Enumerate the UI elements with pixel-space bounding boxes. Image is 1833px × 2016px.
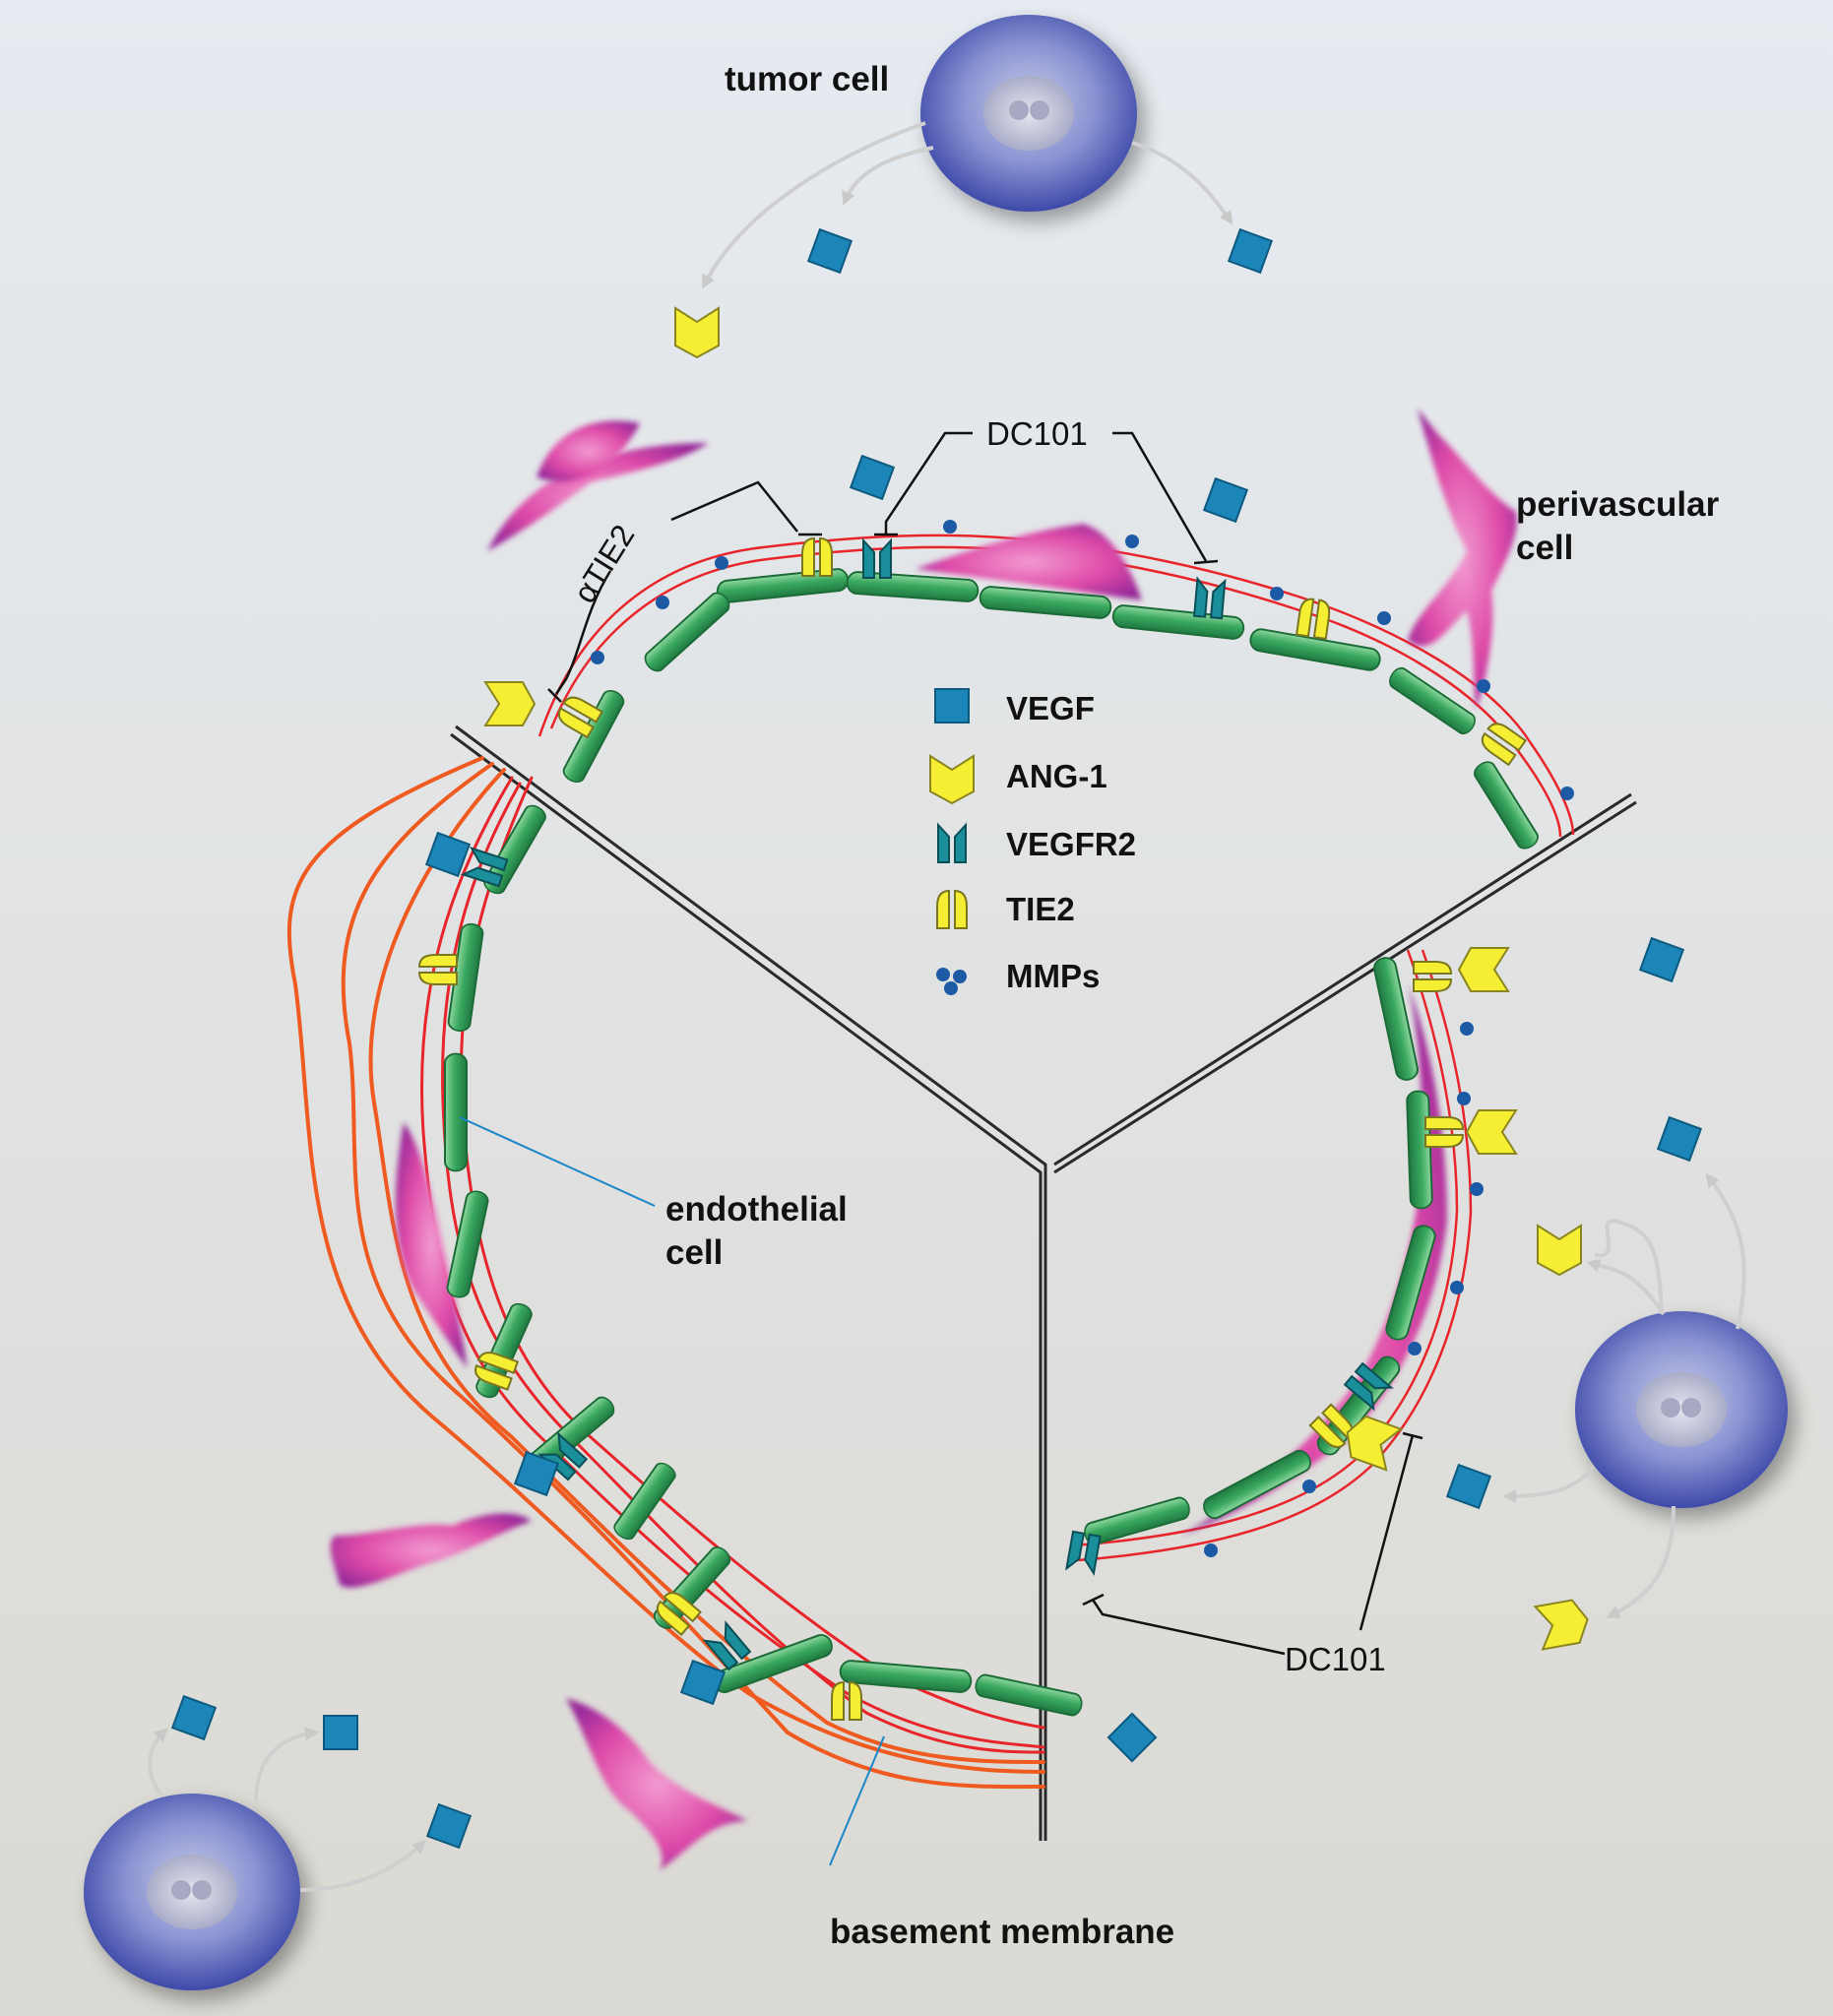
perivascular-cell-right	[1181, 984, 1447, 1536]
tumor-cell-bottomleft	[84, 1794, 300, 1990]
basement-membrane-label: basement membrane	[830, 1913, 1174, 1951]
dc101-top-label: DC101	[986, 415, 1088, 452]
legend-item-mmps: MMPs	[936, 958, 1100, 995]
svg-text:VEGF: VEGF	[1006, 690, 1095, 726]
tumor-cell-right	[1575, 1311, 1788, 1508]
dc101-bottom-label: DC101	[1285, 1641, 1386, 1677]
svg-text:ANG-1: ANG-1	[1006, 758, 1107, 794]
perivascular-cell-label-1: perivascular	[1516, 485, 1720, 524]
vegfr2-receptor-icon	[937, 822, 967, 863]
svg-text:VEGFR2: VEGFR2	[1006, 826, 1136, 862]
basement-membrane-right	[1072, 949, 1473, 1562]
perivascular-cell-topright	[1408, 409, 1517, 709]
perivascular-cell-left	[395, 1122, 468, 1368]
legend-item-ang1: ANG-1	[929, 754, 1107, 805]
svg-text:TIE2: TIE2	[1006, 891, 1075, 927]
inhibitor-lines	[547, 431, 1423, 1656]
legend-item-vegf: VEGF	[934, 688, 1095, 726]
endothelial-cell-label-2: cell	[665, 1233, 723, 1272]
tie2-receptor-icon	[936, 889, 968, 929]
ang1-chevron-icon	[929, 754, 975, 805]
endothelial-cell-label-1: endothelial	[665, 1190, 848, 1228]
secretion-arrows	[148, 121, 1746, 1892]
mmp-dots	[591, 520, 1574, 1557]
legend-item-tie2: TIE2	[936, 889, 1075, 929]
vegf-square-icon	[934, 688, 970, 724]
legend-item-vegfr2: VEGFR2	[937, 822, 1136, 863]
mmp-dots-icon	[936, 968, 967, 995]
perivascular-cell-label-2: cell	[1516, 529, 1573, 567]
perivascular-cell-bottomleft	[330, 1513, 532, 1588]
svg-text:MMPs: MMPs	[1006, 958, 1100, 994]
pointer-lines	[459, 1116, 885, 1866]
perivascular-cells	[330, 409, 1517, 1870]
perivascular-cell-bottom	[566, 1698, 748, 1870]
perivascular-cell-on-vessel	[916, 524, 1142, 600]
legend: VEGF ANG-1 VEGFR2 TIE2 MMPs	[929, 688, 1136, 995]
tumor-cell-label: tumor cell	[725, 60, 889, 98]
tissue-boundary-lines	[450, 724, 1637, 1841]
tumor-cell-top	[920, 15, 1137, 212]
